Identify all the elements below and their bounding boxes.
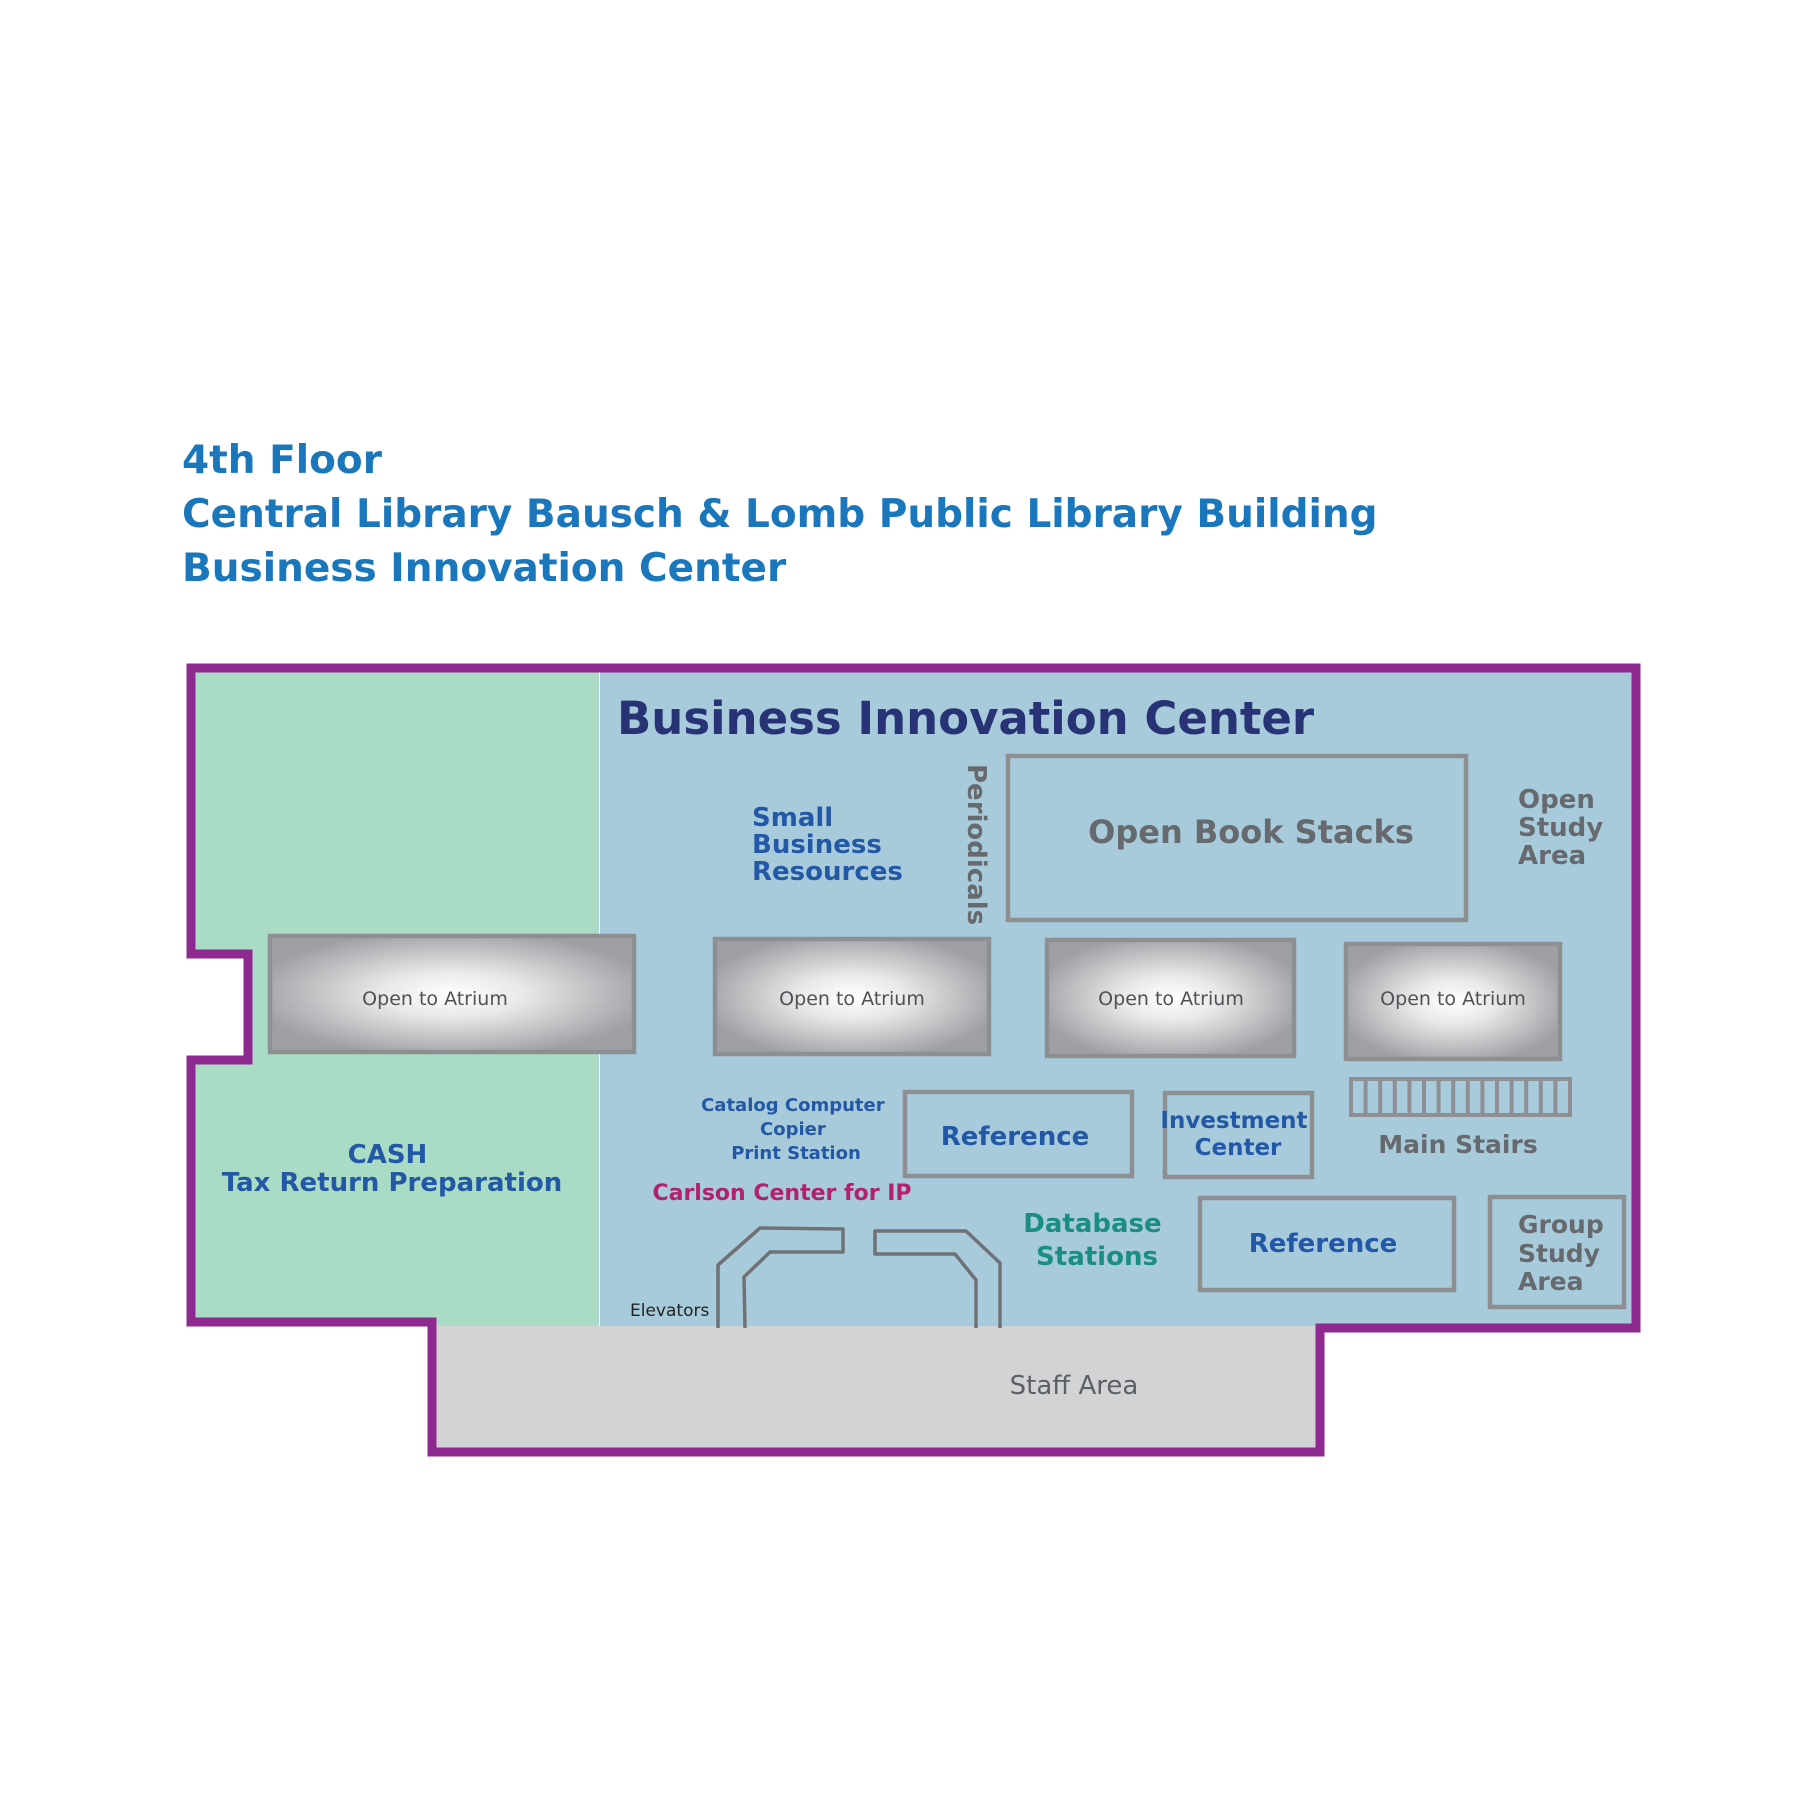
reference-lower-box (1197, 1195, 1457, 1293)
staff-area (436, 1326, 1324, 1450)
periodicals-label: Periodicals (961, 764, 991, 925)
elevators-icon (716, 1226, 1002, 1329)
notch-void (186, 952, 246, 1061)
atrium-2-label: Open to Atrium (779, 988, 925, 1010)
header-center: Business Innovation Center (182, 546, 787, 591)
cash-label: CASH Tax Return Preparation (222, 1140, 562, 1198)
atrium-4: Open to Atrium (1343, 941, 1563, 1062)
atrium-3: Open to Atrium (1044, 937, 1297, 1059)
group-study-area-label: Group Study Area (1518, 1210, 1612, 1296)
reference-lower-label: Reference (1249, 1229, 1398, 1259)
open-study-area-label: Open Study Area (1518, 785, 1612, 871)
investment-center-label: Investment Center (1160, 1108, 1315, 1161)
catalog-copier-print-label: Catalog Computer Copier Print Station (701, 1095, 891, 1164)
header-floor: 4th Floor (182, 438, 383, 483)
atrium-3-label: Open to Atrium (1098, 988, 1244, 1010)
elevators-label: Elevators (630, 1301, 709, 1321)
atrium-2: Open to Atrium (712, 936, 992, 1057)
reference-upper-box (902, 1089, 1135, 1179)
investment-center-box (1162, 1090, 1315, 1180)
main-stairs-icon (1349, 1077, 1572, 1117)
header-building: Central Library Bausch & Lomb Public Lib… (182, 492, 1378, 537)
building-outline (186, 663, 1641, 1457)
zone-title: Business Innovation Center (617, 692, 1315, 745)
carlson-center-label: Carlson Center for IP (652, 1181, 911, 1206)
atrium-1-label: Open to Atrium (362, 988, 508, 1010)
small-business-resources-label: Small Business Resources (752, 803, 903, 887)
atrium-4-label: Open to Atrium (1380, 988, 1526, 1010)
staff-area-label: Staff Area (1010, 1371, 1139, 1401)
main-stairs-label: Main Stairs (1378, 1130, 1537, 1159)
group-study-area-box (1487, 1194, 1627, 1310)
open-book-stacks-label: Open Book Stacks (1088, 813, 1414, 851)
reference-upper-label: Reference (941, 1122, 1090, 1152)
atrium-1: Open to Atrium (267, 933, 637, 1055)
open-book-stacks-box (1005, 753, 1469, 923)
database-stations-label: Database Stations (1023, 1209, 1170, 1272)
